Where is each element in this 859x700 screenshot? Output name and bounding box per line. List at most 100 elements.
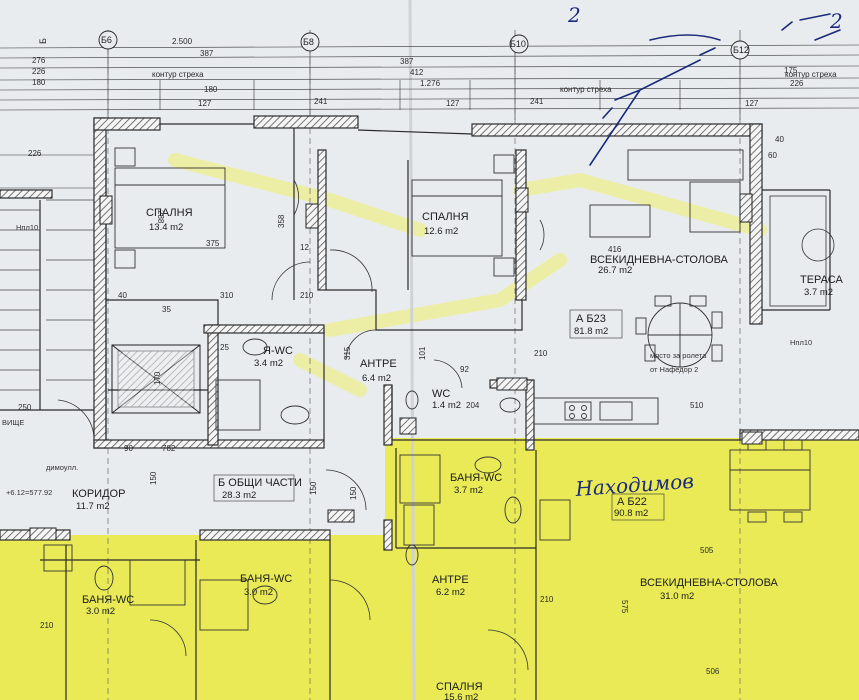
svg-text:505: 505 [700, 546, 714, 555]
apartment-name: А Б23 [576, 313, 606, 325]
grid-label-b6: Б6 [101, 35, 112, 45]
grid-label-b: Б [38, 38, 48, 44]
svg-text:210: 210 [540, 595, 554, 604]
svg-text:150: 150 [149, 471, 158, 485]
svg-text:310: 310 [220, 291, 234, 300]
svg-text:226: 226 [32, 67, 46, 76]
svg-text:510: 510 [690, 401, 704, 410]
svg-text:204: 204 [466, 401, 480, 410]
room-name: БАНЯ-WC [82, 594, 134, 606]
note-dimoull: димоулл. [46, 463, 78, 472]
svg-text:2.500: 2.500 [172, 37, 193, 46]
grid-dash-lines [107, 48, 741, 700]
apartment-name: А Б22 [617, 496, 647, 508]
paper-fold [408, 0, 416, 700]
svg-text:127: 127 [745, 99, 759, 108]
apartment-b22: А Б22 90.8 m2 [611, 493, 665, 521]
room-name: АНТРЕ [432, 574, 469, 586]
highlight-region [0, 438, 859, 700]
note-hmo: Hпл10 [16, 223, 38, 232]
svg-text:412: 412 [410, 68, 424, 77]
room-wc-2: WC 1.4 m2 [432, 388, 461, 411]
note-hmo-2: Hпл10 [790, 338, 812, 347]
room-area: 6.4 m2 [362, 373, 391, 384]
svg-text:241: 241 [314, 97, 328, 106]
ink-scribbles [589, 13, 841, 166]
room-name: СПАЛНЯ [422, 211, 469, 223]
room-name: WC [432, 388, 450, 400]
contour-label-3: контур стреха [785, 70, 837, 79]
room-area: 6.2 m2 [436, 587, 465, 598]
dining-table [635, 295, 723, 368]
room-area: 1.4 m2 [432, 400, 461, 411]
svg-text:180: 180 [204, 85, 218, 94]
svg-text:575: 575 [620, 600, 629, 614]
highlight-strokes [168, 153, 767, 397]
svg-text:101: 101 [418, 346, 427, 360]
svg-text:180: 180 [32, 78, 46, 87]
room-name: ТЕРАСА [800, 274, 843, 286]
svg-text:150: 150 [349, 486, 358, 500]
room-vsekidnevna-1: ВСЕКИДНЕВНА-СТОЛОВА 26.7 m2 [590, 254, 729, 276]
svg-text:210: 210 [40, 621, 54, 630]
contour-label-1: контур стреха [152, 70, 204, 79]
svg-text:288: 288 [156, 210, 165, 224]
grid-label-b8: Б8 [303, 37, 314, 47]
room-name: СПАЛНЯ [436, 681, 483, 693]
terrace [769, 195, 835, 307]
room-banya-2: БАНЯ-WC 3.0 m2 [82, 594, 134, 617]
room-area: 31.0 m2 [660, 591, 694, 602]
room-banya-1: БАНЯ-WC 3.7 m2 [450, 472, 502, 496]
room-wc-1: Я-WC 3.4 m2 [254, 345, 293, 369]
room-banya-3: БАНЯ-WC 3.0 m2 [240, 573, 292, 598]
elevator-shaft [111, 344, 201, 414]
room-spalnya-3: СПАЛНЯ 15.6 m2 [436, 681, 483, 700]
svg-text:1.276: 1.276 [420, 79, 441, 88]
svg-text:416: 416 [608, 245, 622, 254]
svg-text:387: 387 [200, 49, 214, 58]
apartment-area: 90.8 m2 [614, 508, 648, 519]
room-area: 28.3 m2 [222, 490, 256, 501]
grid-label-b12: Б12 [733, 45, 749, 55]
svg-text:25: 25 [220, 343, 229, 352]
svg-text:150: 150 [309, 481, 318, 495]
handwritten-top: 2 [567, 3, 581, 27]
room-area: 3.0 m2 [244, 587, 273, 598]
bath-fixtures [43, 338, 522, 631]
svg-text:210: 210 [300, 291, 314, 300]
svg-text:170: 170 [153, 371, 162, 385]
room-area: 15.6 m2 [444, 692, 478, 700]
svg-text:40: 40 [775, 135, 784, 144]
room-name: Б ОБЩИ ЧАСТИ [218, 477, 302, 489]
room-name: ВСЕКИДНЕВНА-СТОЛОВА [640, 577, 779, 589]
top-dimension-lines [0, 30, 859, 189]
svg-text:782: 782 [162, 444, 176, 453]
svg-text:127: 127 [446, 99, 460, 108]
room-antre-2: АНТРЕ 6.2 m2 [432, 574, 469, 598]
room-vsekidnevna-2: ВСЕКИДНЕВНА-СТОЛОВА 31.0 m2 [640, 577, 779, 602]
bed-1 [114, 147, 226, 269]
room-terasa: ТЕРАСА 3.7 m2 [800, 274, 843, 298]
room-area: 13.4 m2 [149, 222, 183, 233]
contour-label-2: контур стреха [560, 85, 612, 94]
room-name: КОРИДОР [72, 488, 125, 500]
room-name: Я-WC [263, 345, 293, 357]
svg-text:241: 241 [530, 97, 544, 106]
room-area: 11.7 m2 [76, 501, 110, 512]
svg-text:358: 358 [277, 214, 286, 228]
apartment-b23: А Б23 81.8 m2 [569, 309, 623, 339]
door-swings [57, 179, 545, 671]
room-area: 26.7 m2 [598, 265, 632, 276]
svg-text:40: 40 [118, 291, 127, 300]
svg-text:210: 210 [534, 349, 548, 358]
note-parking-2: от Нафедор 2 [650, 365, 698, 374]
svg-text:276: 276 [32, 56, 46, 65]
svg-text:90: 90 [124, 444, 133, 453]
room-area: 3.4 m2 [254, 358, 283, 369]
room-obshti-chasti: Б ОБЩИ ЧАСТИ 28.3 m2 [213, 474, 302, 502]
svg-text:375: 375 [206, 239, 220, 248]
grid-label-b10: Б10 [510, 39, 526, 49]
bed-2 [411, 154, 515, 277]
apartment-area: 81.8 m2 [574, 326, 608, 337]
